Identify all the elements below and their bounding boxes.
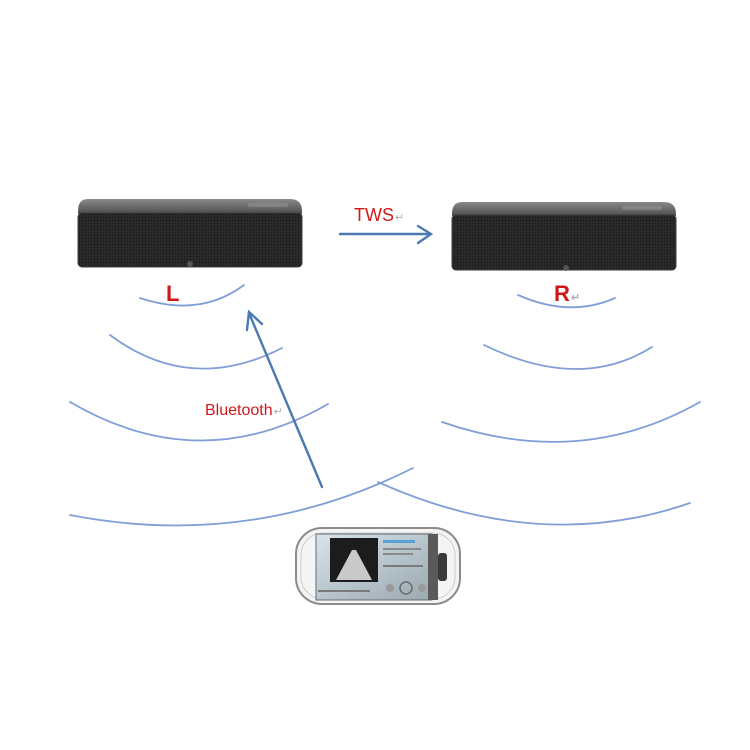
left-speaker-label: L	[166, 283, 179, 305]
smartphone	[295, 527, 461, 605]
right-wave-4	[377, 481, 691, 526]
left-wave-4	[69, 467, 414, 527]
tws-arrow	[338, 224, 434, 245]
left-wave-2	[109, 334, 283, 370]
right-speaker-label: R↵	[554, 283, 580, 305]
right-wave-2	[483, 344, 653, 370]
tws-label-text: TWS	[354, 205, 394, 225]
tws-label: TWS↵	[354, 206, 404, 224]
left-wave-1	[139, 284, 245, 307]
bluetooth-label-text: Bluetooth	[205, 402, 273, 419]
return-mark: ↵	[395, 212, 405, 224]
sound-waves	[69, 284, 701, 527]
right-wave-1	[517, 294, 616, 309]
return-mark: ↵	[570, 292, 581, 304]
right-wave-3	[441, 401, 701, 443]
left-speaker-label-text: L	[166, 281, 180, 306]
bluetooth-label: Bluetooth↵	[205, 403, 283, 419]
right-speaker-label-text: R	[554, 281, 570, 306]
bluetooth-arrow	[245, 309, 324, 489]
return-mark: ↵	[273, 406, 283, 418]
left-speaker	[77, 199, 303, 268]
right-speaker	[451, 202, 677, 271]
